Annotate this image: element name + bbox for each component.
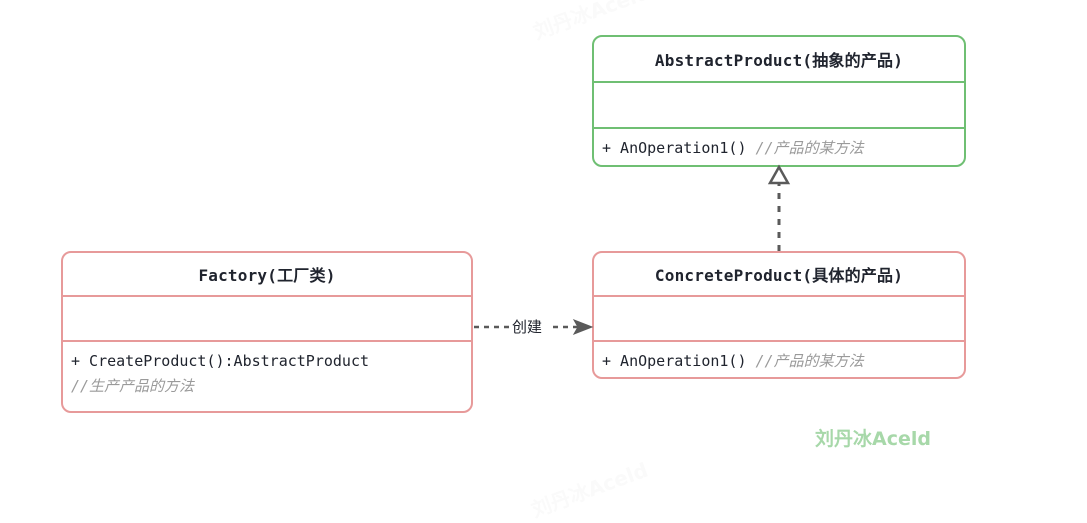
class-title-abstract-product: AbstractProduct(抽象的产品) [654,51,904,70]
class-divider [63,295,471,297]
class-divider [594,295,964,297]
operation-comment: //生产产品的方法 [71,377,195,395]
operation-comment: //产品的某方法 [755,139,864,157]
class-operations-abstract-product: + AnOperation1() //产品的某方法 [594,129,964,165]
relation-realization [767,164,791,251]
class-box-abstract-product[interactable]: AbstractProduct(抽象的产品) + AnOperation1() … [592,35,966,167]
class-divider [594,127,964,129]
operation-signature: + AnOperation1() [602,352,747,370]
operation-row: + AnOperation1() //产品的某方法 [602,136,964,161]
operation-signature: + CreateProduct():AbstractProduct [71,352,370,370]
class-divider [63,340,471,342]
class-title-concrete-product: ConcreteProduct(具体的产品) [654,266,904,285]
class-divider [594,340,964,342]
class-operations-concrete-product: + AnOperation1() //产品的某方法 [594,342,964,377]
class-attributes-abstract-product [594,83,964,127]
operation-row: + CreateProduct():AbstractProduct [71,349,471,374]
watermark-faint-bottom: 刘丹冰Aceld [528,457,652,523]
open-arrowhead [572,319,594,335]
class-divider [594,81,964,83]
class-box-concrete-product[interactable]: ConcreteProduct(具体的产品) + AnOperation1() … [592,251,966,379]
operation-row: + AnOperation1() //产品的某方法 [602,349,964,374]
class-attributes-factory [63,297,471,340]
hollow-triangle-arrowhead [767,164,791,185]
class-box-factory[interactable]: Factory(工厂类) + CreateProduct():AbstractP… [61,251,473,413]
watermark-author: 刘丹冰Aceld [815,428,931,450]
operation-signature: + AnOperation1() [602,139,747,157]
operation-comment: //产品的某方法 [755,352,864,370]
class-title-factory: Factory(工厂类) [198,266,336,285]
operation-row: //生产产品的方法 [71,374,471,399]
class-operations-factory: + CreateProduct():AbstractProduct //生产产品… [63,342,471,411]
class-attributes-concrete-product [594,297,964,340]
relation-label-create: 创建 [512,318,543,336]
